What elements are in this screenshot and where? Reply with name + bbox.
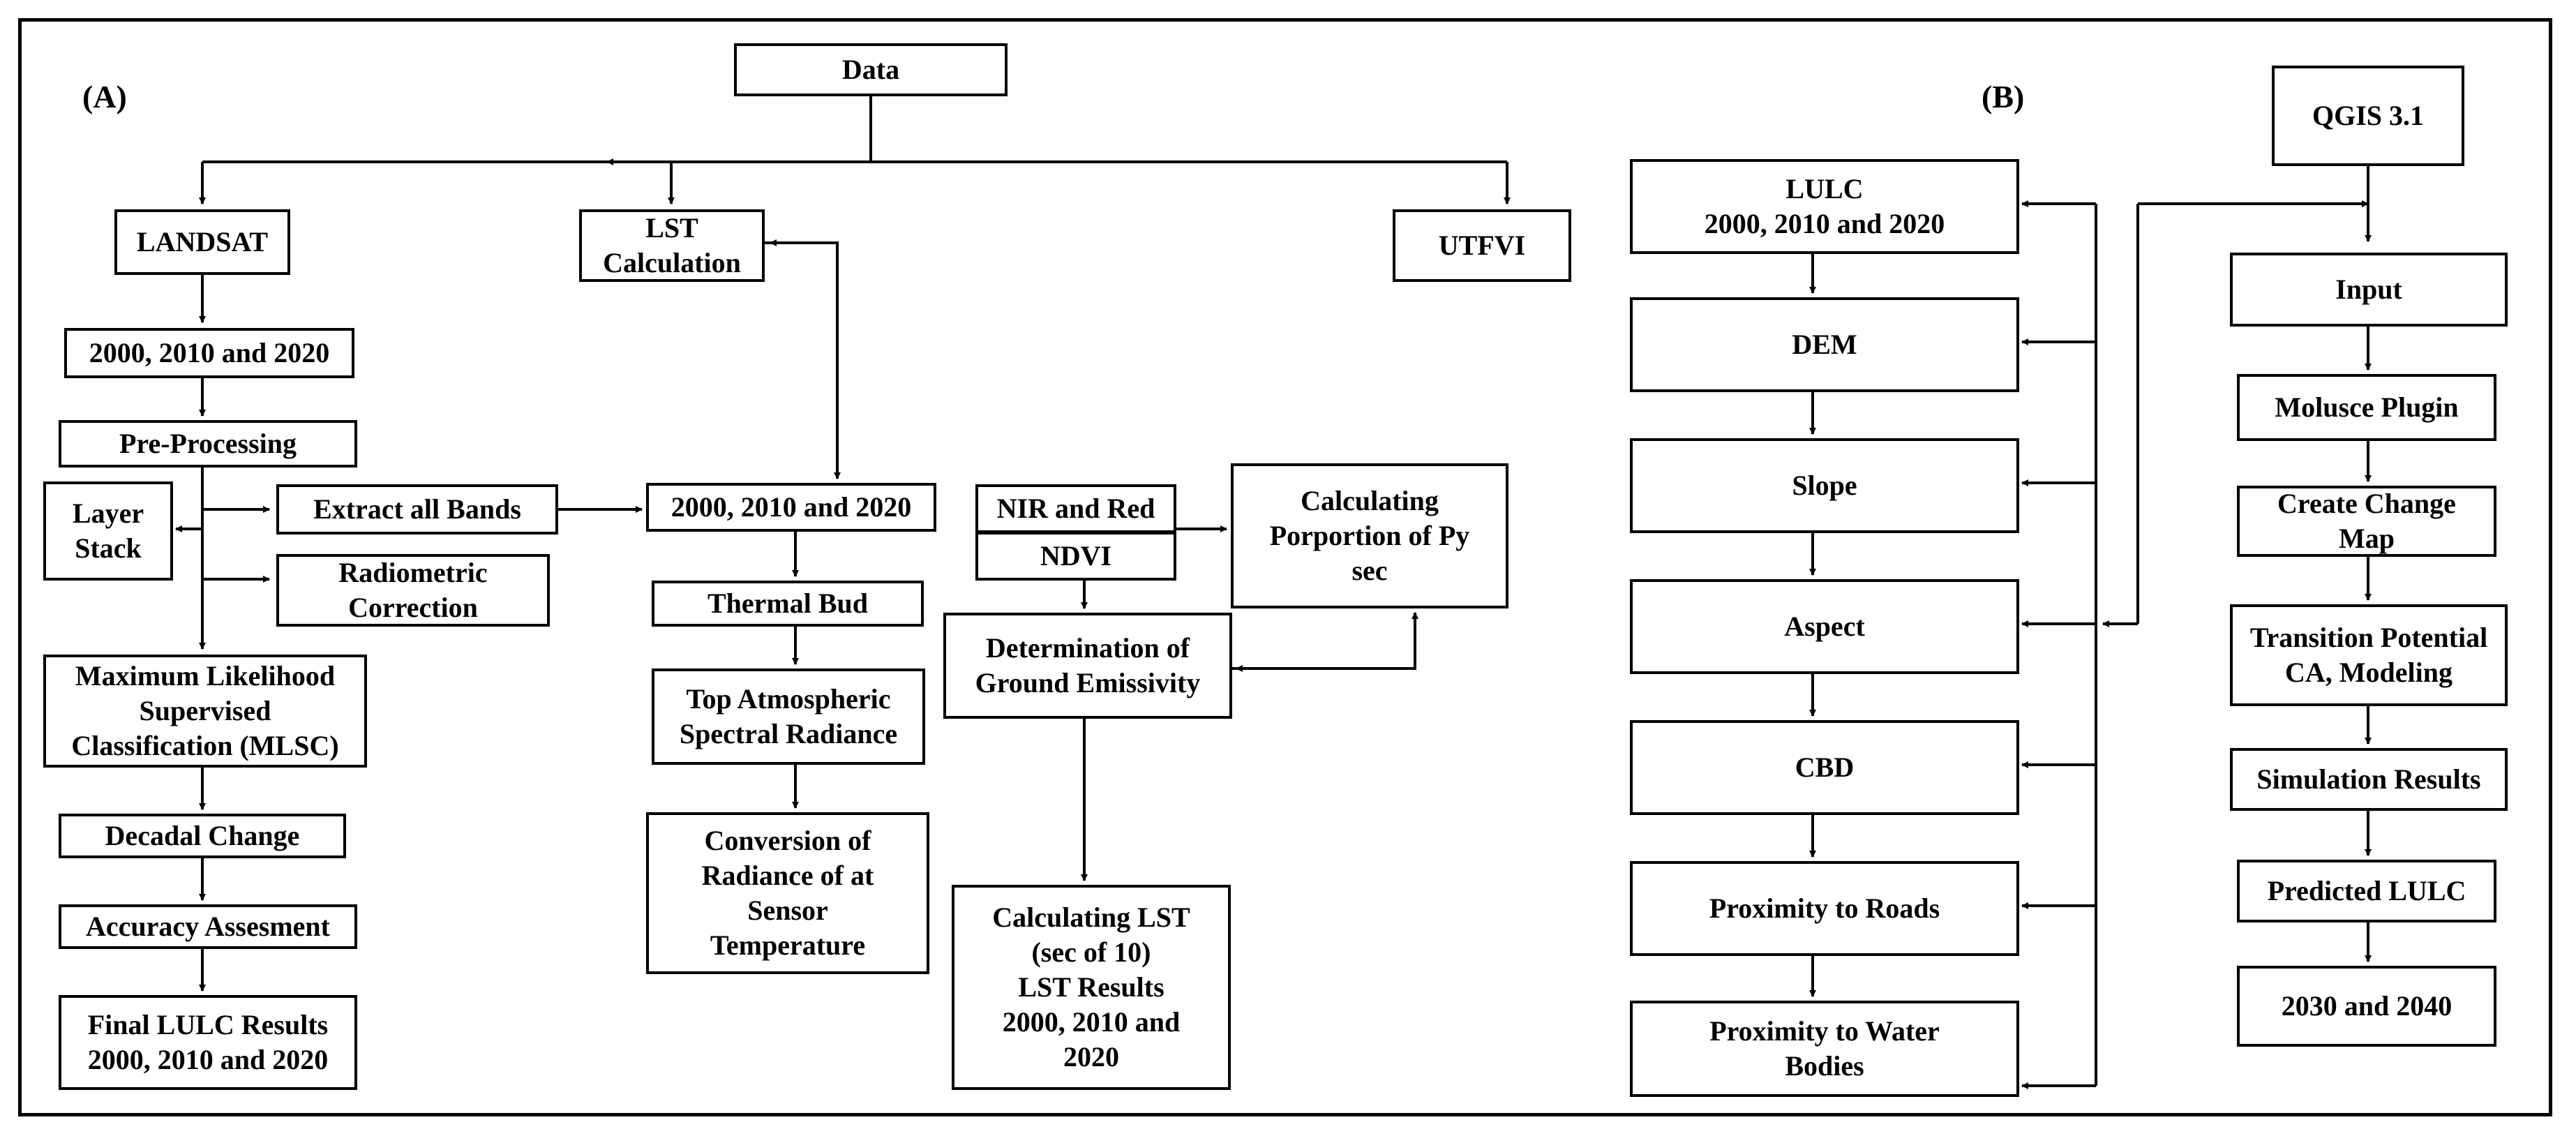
aspect-box: Aspect (1630, 579, 2019, 674)
panel-a-label: (A) (82, 79, 127, 114)
molusce-plugin-box: Molusce Plugin (2237, 374, 2496, 441)
conversion-box: Conversion of Radiance of at Sensor Temp… (646, 812, 929, 974)
proximity-roads-box: Proximity to Roads (1630, 861, 2019, 956)
input-box: Input (2230, 253, 2508, 327)
porportion-box: Calculating Porportion of Py sec (1231, 463, 1508, 608)
ground-emissivity-box: Determination of Ground Emissivity (943, 613, 1232, 719)
simulation-results-box: Simulation Results (2230, 748, 2508, 811)
predicted-lulc-box: Predicted LULC (2237, 860, 2496, 922)
extract-bands-box: Extract all Bands (276, 484, 558, 535)
proximity-water-box: Proximity to Water Bodies (1630, 1001, 2019, 1097)
years-box-a: 2000, 2010 and 2020 (64, 328, 354, 378)
top-atmospheric-box: Top Atmospheric Spectral Radiance (652, 668, 925, 765)
mlsc-box: Maximum Likelihood Supervised Classifica… (43, 655, 367, 768)
dem-box: DEM (1630, 297, 2019, 392)
panel-b-label: (B) (1982, 79, 2025, 114)
pre-processing-box: Pre-Processing (59, 420, 357, 468)
transition-potential-box: Transition Potential CA, Modeling (2230, 604, 2508, 706)
slope-box: Slope (1630, 438, 2019, 533)
lst-calculation-box: LST Calculation (579, 209, 765, 282)
future-years-box: 2030 and 2040 (2237, 966, 2496, 1047)
nir-red-box: NIR and Red (975, 484, 1176, 533)
decadal-change-box: Decadal Change (59, 814, 346, 858)
layer-stack-box: Layer Stack (43, 481, 173, 581)
utfvi-box: UTFVI (1393, 209, 1571, 282)
figure-frame (18, 18, 2552, 1116)
cbd-box: CBD (1630, 720, 2019, 815)
create-change-map-box: Create Change Map (2237, 486, 2496, 557)
connector-lst-right (763, 241, 841, 479)
thermal-bud-box: Thermal Bud (652, 581, 924, 627)
landsat-box: LANDSAT (114, 209, 290, 275)
connector-emissivity-porportion (1232, 612, 1418, 670)
ndvi-box: NDVI (975, 532, 1176, 581)
data-box: Data (734, 43, 1008, 96)
qgis-box: QGIS 3.1 (2272, 66, 2464, 166)
accuracy-assesment-box: Accuracy Assesment (59, 904, 357, 949)
lst-results-box: Calculating LST (sec of 10) LST Results … (952, 885, 1231, 1090)
years-box-b: 2000, 2010 and 2020 (646, 483, 936, 532)
lulc-box: LULC 2000, 2010 and 2020 (1630, 159, 2019, 254)
radiometric-correction-box: Radiometric Correction (276, 554, 550, 627)
final-lulc-results-box: Final LULC Results 2000, 2010 and 2020 (59, 995, 357, 1090)
